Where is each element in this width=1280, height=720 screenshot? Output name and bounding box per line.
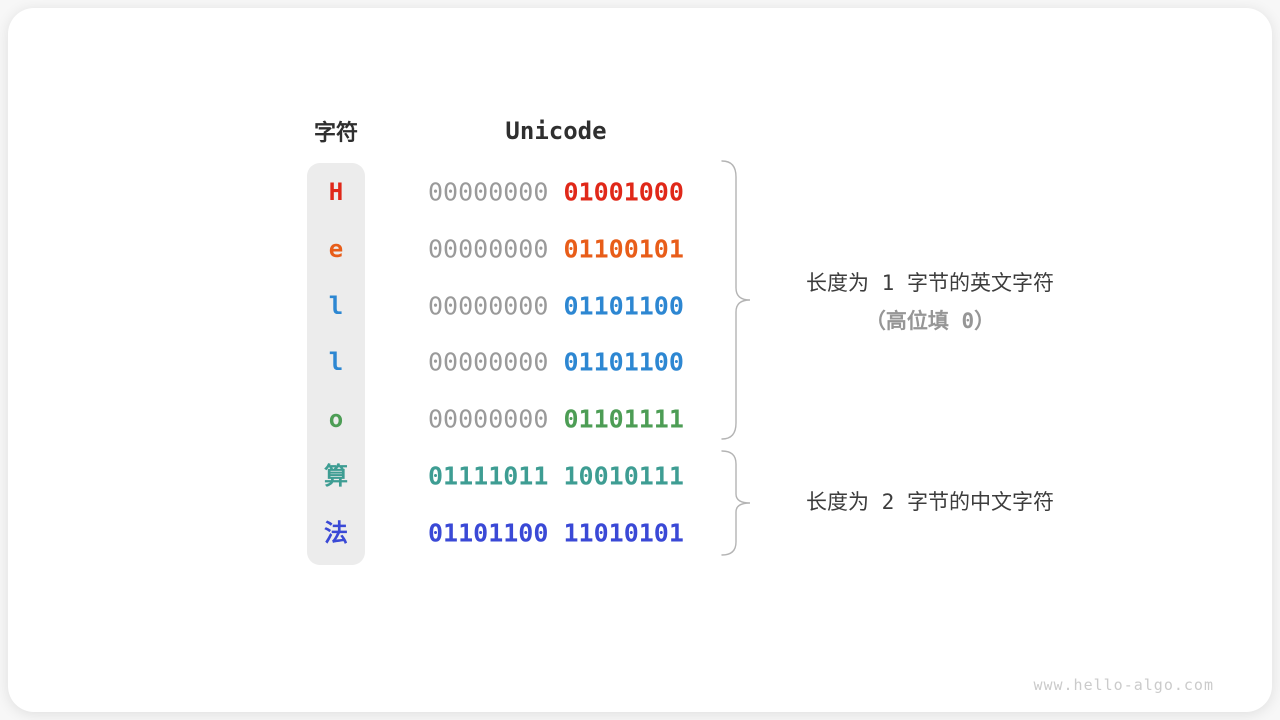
one-byte-group-label-line1: 长度为 1 字节的英文字符 — [806, 271, 1054, 295]
low-byte: 11010101 — [563, 518, 684, 548]
high-byte: 00000000 — [428, 404, 549, 434]
character-cell: l — [328, 348, 344, 376]
one-byte-group-label-line2: （高位填 0） — [864, 309, 996, 333]
watermark-url: www.hello-algo.com — [1033, 676, 1214, 694]
low-byte: 01101100 — [563, 347, 684, 377]
figure-card — [8, 8, 1272, 712]
high-byte: 01101100 — [428, 518, 549, 548]
character-cell: e — [328, 235, 344, 263]
low-byte: 01101111 — [563, 404, 684, 434]
high-byte: 00000000 — [428, 291, 549, 321]
high-byte: 00000000 — [428, 234, 549, 264]
low-byte: 10010111 — [563, 461, 684, 491]
character-column-background — [307, 163, 365, 565]
one-byte-group-brace-icon — [721, 160, 751, 440]
high-byte: 00000000 — [428, 347, 549, 377]
unicode-binary: 01111011 10010111 — [428, 464, 684, 489]
unicode-binary: 00000000 01001000 — [428, 180, 684, 205]
character-cell: o — [328, 405, 344, 433]
column-header-unicode: Unicode — [505, 117, 607, 145]
two-byte-group-label: 长度为 2 字节的中文字符 — [768, 483, 1092, 521]
column-header-character: 字符 — [313, 121, 358, 146]
low-byte: 01100101 — [563, 234, 684, 264]
unicode-binary: 01101100 11010101 — [428, 521, 684, 546]
unicode-binary: 00000000 01101111 — [428, 407, 684, 432]
low-byte: 01001000 — [563, 177, 684, 207]
unicode-binary: 00000000 01100101 — [428, 237, 684, 262]
two-byte-group-brace-icon — [721, 450, 751, 556]
two-byte-group-label-line1: 长度为 2 字节的中文字符 — [806, 490, 1054, 514]
character-cell: H — [328, 178, 344, 206]
unicode-binary: 00000000 01101100 — [428, 350, 684, 375]
character-cell: 算 — [324, 462, 348, 490]
character-cell: 法 — [324, 519, 348, 547]
low-byte: 01101100 — [563, 291, 684, 321]
unicode-binary: 00000000 01101100 — [428, 294, 684, 319]
high-byte: 00000000 — [428, 177, 549, 207]
high-byte: 01111011 — [428, 461, 549, 491]
one-byte-group-label: 长度为 1 字节的英文字符 （高位填 0） — [768, 264, 1092, 340]
character-cell: l — [328, 292, 344, 320]
